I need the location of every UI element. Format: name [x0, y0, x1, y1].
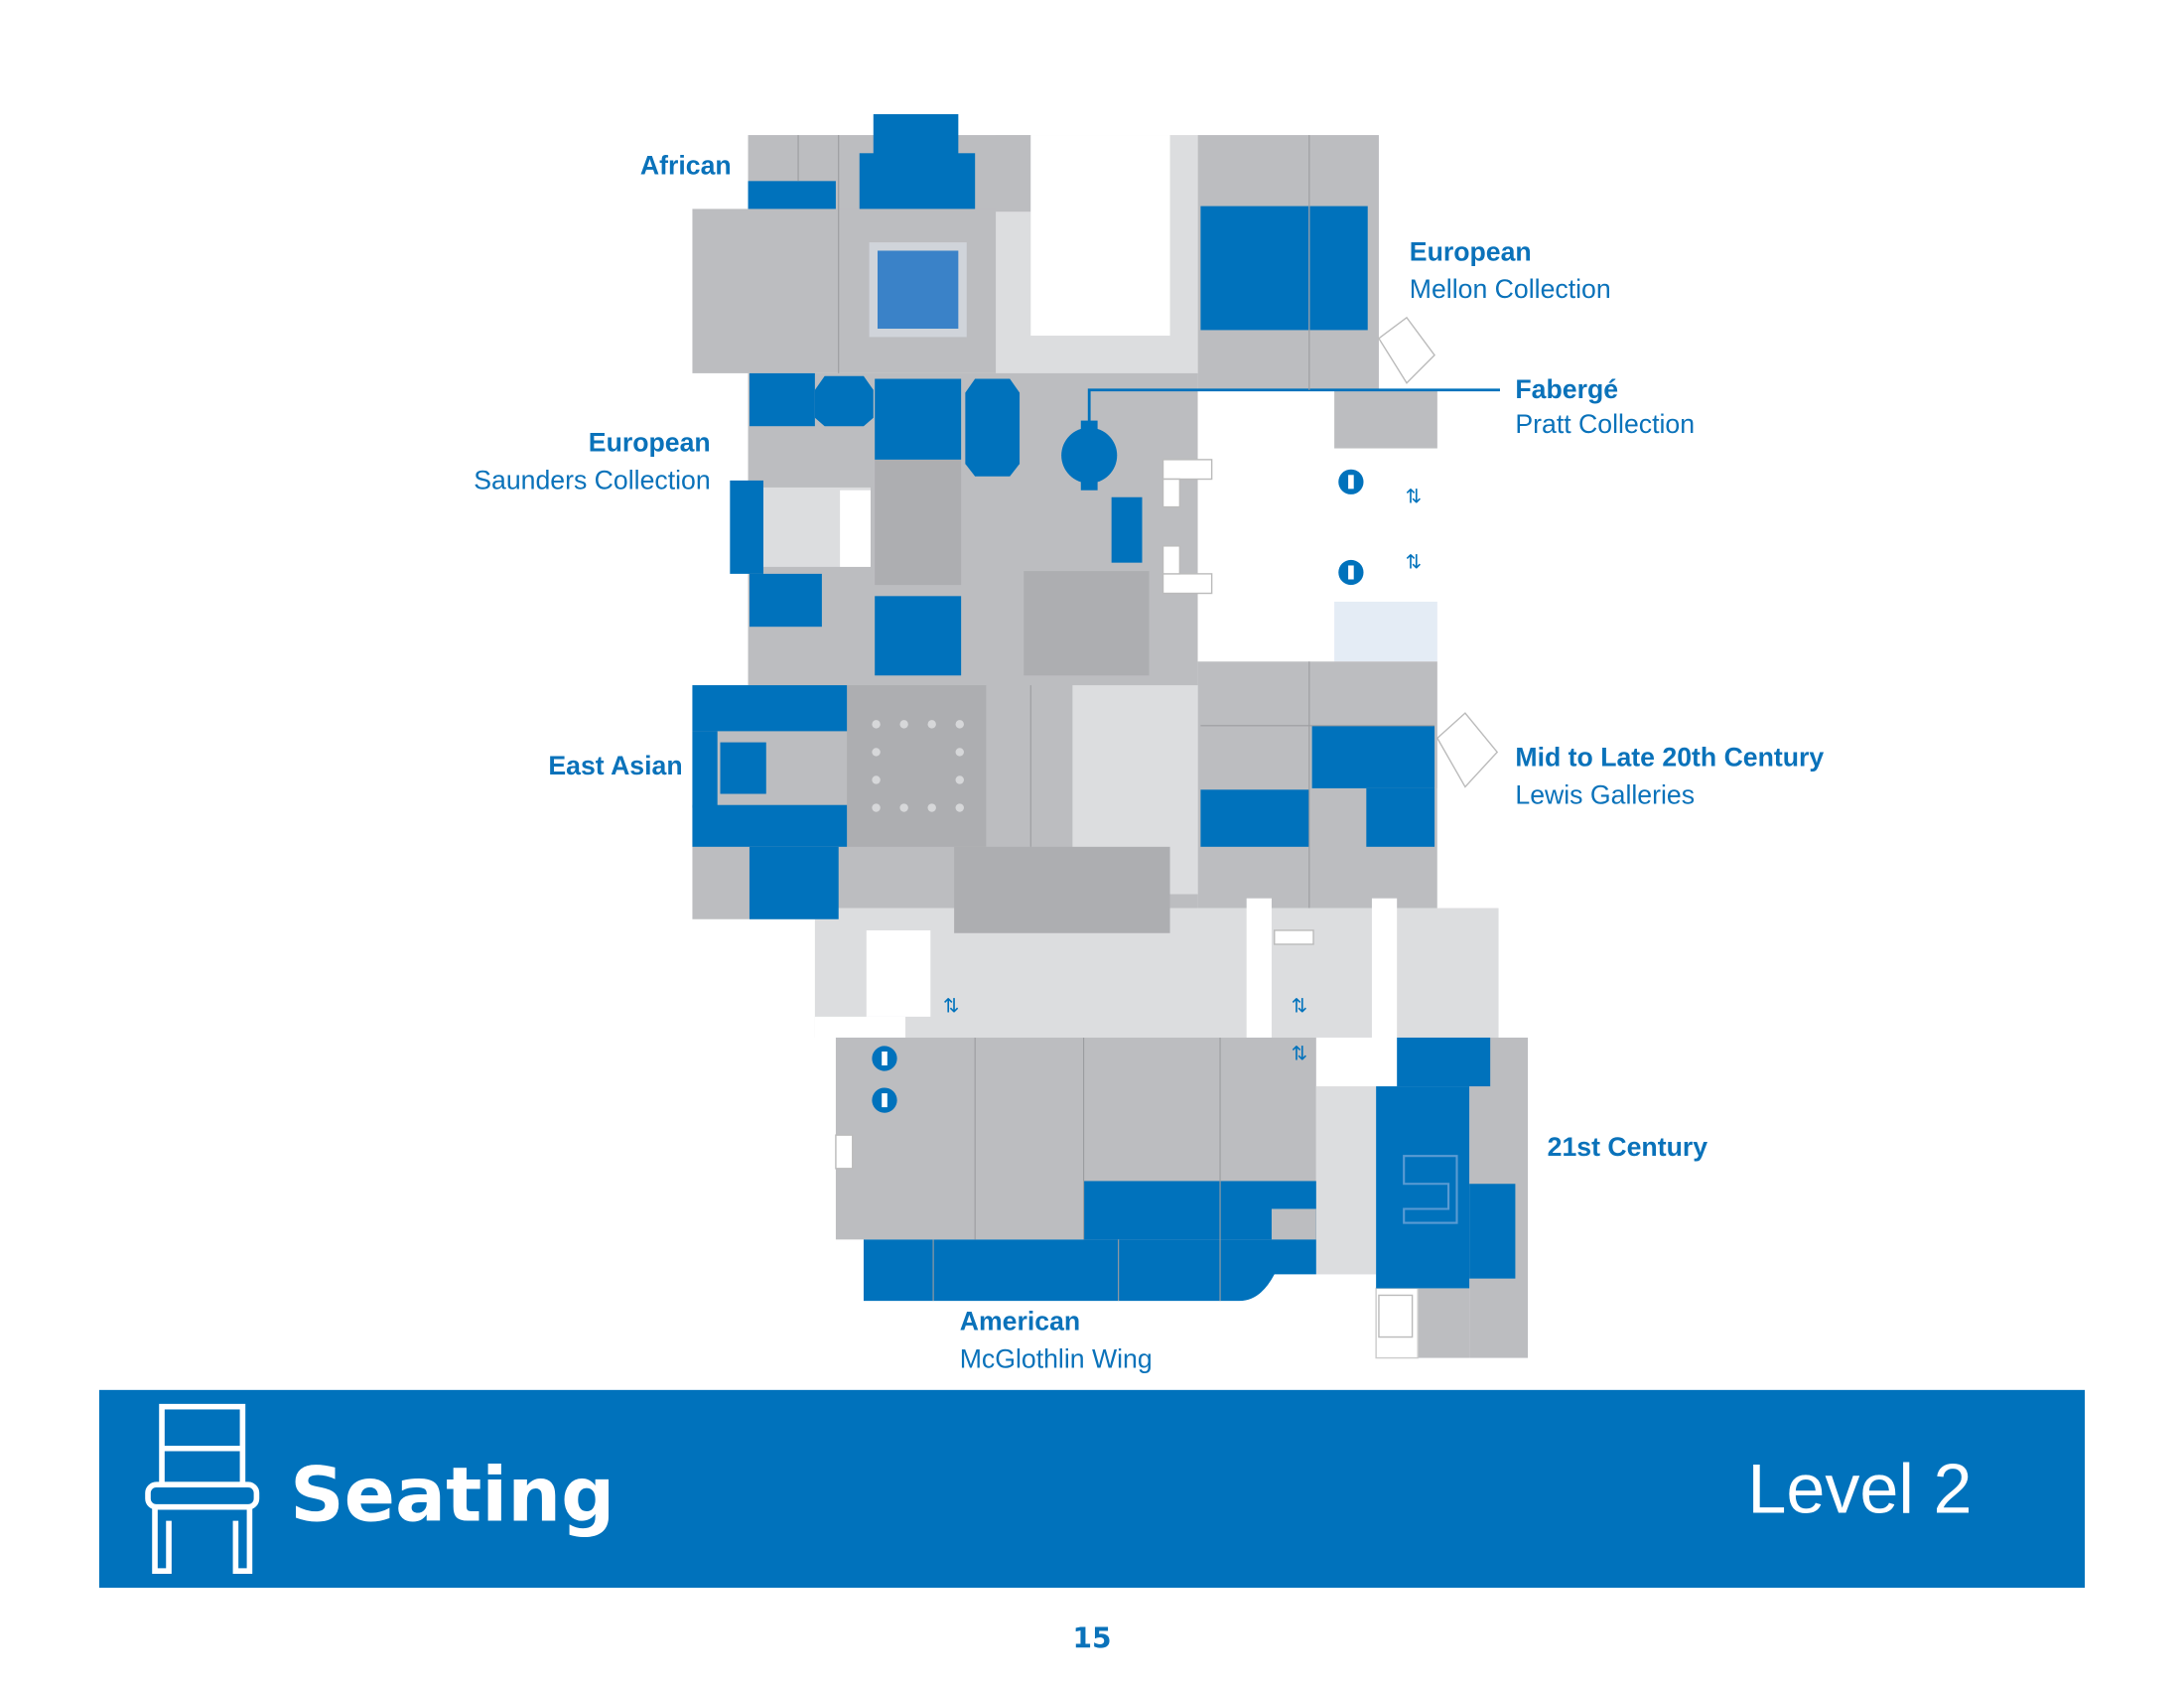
- label-american: American: [960, 1307, 1080, 1336]
- label-faberge: Fabergé: [1515, 374, 1618, 404]
- label-african: African: [640, 150, 732, 180]
- stairs-icon: [835, 316, 1499, 1338]
- label-east-asian: East Asian: [548, 751, 682, 780]
- label-mid-late-20th-sub: Lewis Galleries: [1515, 779, 1695, 809]
- restroom-men-icon: [1338, 559, 1364, 586]
- elevator-icon: ⇅: [1292, 1042, 1307, 1064]
- banner-title: Seating: [290, 1452, 614, 1539]
- page-number: 15: [1072, 1621, 1111, 1654]
- label-european-saunders-sub: Saunders Collection: [474, 465, 710, 494]
- label-european-saunders: European: [589, 427, 711, 457]
- elevator-icon: ⇅: [943, 995, 959, 1018]
- floor-plan: ⇅ ⇅ ⇅ ⇅ ⇅: [692, 114, 1529, 1359]
- elevator-icon: ⇅: [1292, 995, 1307, 1018]
- elevator-icon: ⇅: [1406, 550, 1422, 573]
- category-banner: Seating Level 2: [98, 1389, 2086, 1589]
- restroom-women-icon: [872, 1046, 897, 1071]
- label-faberge-sub: Pratt Collection: [1515, 409, 1695, 439]
- elevator-icon: ⇅: [1406, 485, 1422, 507]
- level-indicator: Level 2: [1747, 1450, 1972, 1527]
- restroom-men-icon: [872, 1087, 897, 1113]
- label-mid-late-20th: Mid to Late 20th Century: [1515, 742, 1824, 772]
- label-21st-century: 21st Century: [1548, 1132, 1708, 1162]
- label-american-sub: McGlothlin Wing: [960, 1343, 1153, 1373]
- label-european-mellon-sub: Mellon Collection: [1410, 274, 1611, 304]
- chair-icon: [145, 1403, 260, 1574]
- restroom-women-icon: [1338, 469, 1364, 494]
- label-european-mellon: European: [1410, 236, 1532, 266]
